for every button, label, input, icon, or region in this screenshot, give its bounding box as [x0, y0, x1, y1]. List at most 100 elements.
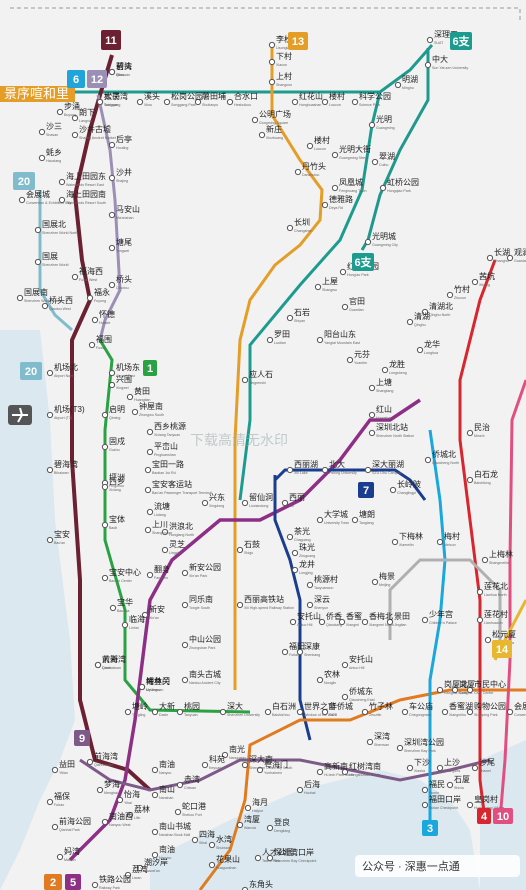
station-marker[interactable]	[96, 786, 104, 794]
station-marker[interactable]	[181, 641, 189, 649]
station-marker[interactable]	[368, 429, 376, 437]
station-marker[interactable]	[481, 556, 489, 564]
station-marker[interactable]	[484, 636, 492, 644]
station-marker[interactable]	[221, 751, 229, 759]
station-marker[interactable]	[291, 549, 299, 557]
station-marker[interactable]	[236, 546, 244, 554]
station-marker[interactable]	[306, 581, 314, 589]
station-marker[interactable]	[346, 356, 354, 364]
station-marker[interactable]	[194, 98, 202, 106]
station-marker[interactable]	[151, 828, 159, 836]
line-badge-b12[interactable]: 12	[87, 70, 107, 88]
station-marker[interactable]	[306, 142, 314, 150]
station-marker[interactable]	[101, 521, 109, 529]
station-marker[interactable]	[318, 618, 326, 626]
station-marker[interactable]	[341, 661, 349, 669]
station-marker[interactable]	[88, 341, 96, 349]
station-marker[interactable]	[264, 708, 272, 716]
station-marker[interactable]	[256, 766, 264, 774]
station-marker[interactable]	[368, 121, 376, 129]
station-marker[interactable]	[108, 174, 116, 182]
station-marker[interactable]	[163, 98, 171, 106]
station-marker[interactable]	[386, 618, 394, 626]
station-marker[interactable]	[56, 853, 64, 861]
station-marker[interactable]	[361, 618, 369, 626]
station-marker[interactable]	[176, 708, 184, 716]
station-marker[interactable]	[286, 314, 294, 322]
station-marker[interactable]	[266, 824, 274, 832]
station-marker[interactable]	[294, 168, 302, 176]
line-badge-b3[interactable]: 3	[422, 820, 438, 836]
station-marker[interactable]	[236, 601, 244, 609]
station-marker[interactable]	[136, 98, 144, 106]
station-marker[interactable]	[289, 618, 297, 626]
station-marker[interactable]	[371, 578, 379, 586]
station-marker[interactable]	[321, 708, 329, 716]
station-marker[interactable]	[331, 184, 339, 192]
station-marker[interactable]	[436, 686, 444, 694]
station-marker[interactable]	[34, 226, 42, 234]
station-marker[interactable]	[161, 546, 169, 554]
station-marker[interactable]	[38, 128, 46, 136]
station-marker[interactable]	[366, 738, 374, 746]
station-marker[interactable]	[18, 196, 26, 204]
station-marker[interactable]	[181, 569, 189, 577]
line-badge-b6mid[interactable]: 6支	[352, 253, 374, 271]
station-marker[interactable]	[146, 448, 154, 456]
station-marker[interactable]	[38, 154, 46, 162]
station-marker[interactable]	[476, 588, 484, 596]
station-marker[interactable]	[389, 486, 397, 494]
station-marker[interactable]	[341, 768, 349, 776]
station-marker[interactable]	[91, 881, 99, 889]
station-marker[interactable]	[241, 376, 249, 384]
station-marker[interactable]	[51, 766, 59, 774]
station-marker[interactable]	[108, 68, 116, 76]
station-marker[interactable]	[296, 648, 304, 656]
station-marker[interactable]	[321, 466, 329, 474]
station-marker[interactable]	[56, 108, 64, 116]
station-marker[interactable]	[144, 526, 152, 534]
station-marker[interactable]	[91, 316, 99, 324]
station-marker[interactable]	[101, 818, 109, 826]
line-badge-b11[interactable]: 11	[101, 30, 121, 50]
station-marker[interactable]	[321, 201, 329, 209]
line-badge-b6[interactable]: 6	[67, 70, 85, 88]
station-marker[interactable]	[379, 184, 387, 192]
station-marker[interactable]	[316, 516, 324, 524]
station-marker[interactable]	[368, 411, 376, 419]
station-marker[interactable]	[121, 621, 129, 629]
station-marker[interactable]	[108, 244, 116, 252]
station-marker[interactable]	[314, 283, 322, 291]
station-marker[interactable]	[144, 466, 152, 474]
station-marker[interactable]	[51, 823, 59, 831]
station-marker[interactable]	[208, 841, 216, 849]
station-marker[interactable]	[361, 708, 369, 716]
station-marker[interactable]	[258, 131, 266, 139]
station-marker[interactable]	[291, 566, 299, 574]
station-marker[interactable]	[266, 854, 274, 862]
station-marker[interactable]	[41, 302, 49, 310]
station-marker[interactable]	[131, 408, 139, 416]
station-marker[interactable]	[126, 393, 134, 401]
station-marker[interactable]	[341, 693, 349, 701]
station-marker[interactable]	[381, 366, 389, 374]
station-marker[interactable]	[338, 618, 346, 626]
station-marker[interactable]	[506, 708, 514, 716]
line-badge-b20top[interactable]: 20	[13, 172, 35, 190]
station-marker[interactable]	[331, 151, 339, 159]
station-marker[interactable]	[86, 758, 94, 766]
station-marker[interactable]	[144, 486, 152, 494]
station-marker[interactable]	[161, 528, 169, 536]
station-marker[interactable]	[268, 41, 276, 49]
station-marker[interactable]	[108, 381, 116, 389]
station-marker[interactable]	[126, 811, 134, 819]
station-marker[interactable]	[486, 254, 494, 262]
station-marker[interactable]	[421, 308, 429, 316]
station-marker[interactable]	[426, 36, 434, 44]
station-marker[interactable]	[101, 411, 109, 419]
station-marker[interactable]	[201, 499, 209, 507]
line-badge-b4[interactable]: 4	[477, 808, 491, 824]
station-marker[interactable]	[94, 661, 102, 669]
line-badge-b20[interactable]: 20	[20, 362, 42, 380]
